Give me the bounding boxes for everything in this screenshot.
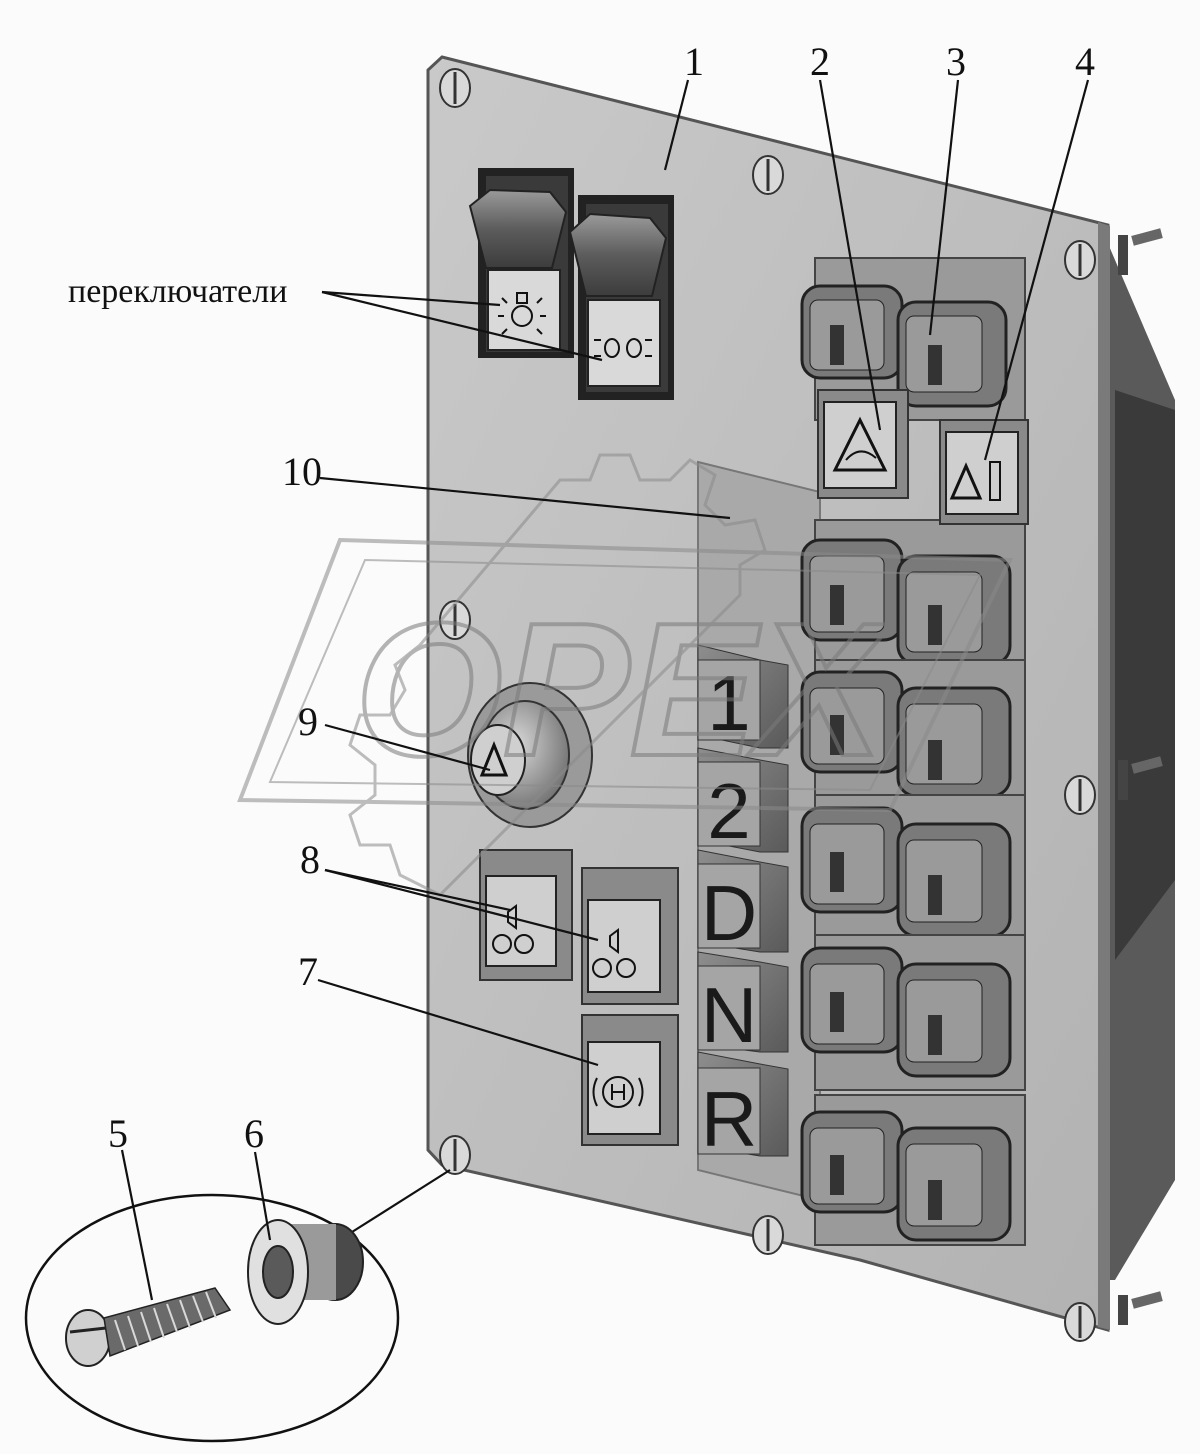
gear-key-r[interactable]: R <box>697 1051 789 1163</box>
push-button[interactable] <box>800 806 904 914</box>
push-button[interactable] <box>800 946 904 1054</box>
callout-3: 3 <box>946 39 966 84</box>
panel-screws <box>439 68 1096 1342</box>
hazard-triangle-icon <box>479 740 509 777</box>
hazard-button[interactable] <box>939 419 1029 525</box>
module-row-4 <box>800 794 1026 951</box>
gear-label-r: R <box>701 1075 757 1163</box>
callout-2: 2 <box>810 39 830 84</box>
rocker-switch-headlight[interactable] <box>568 195 674 400</box>
callout-10: 10 <box>282 449 322 494</box>
gear-key-1[interactable]: 1 <box>697 644 789 749</box>
watermark-text: OPEX <box>355 584 893 796</box>
screw-icon <box>752 155 784 195</box>
push-button[interactable] <box>896 822 1012 938</box>
screw-part <box>65 1287 232 1367</box>
callout-7: 7 <box>298 949 318 994</box>
module-row-5 <box>800 934 1026 1091</box>
wiper-warning-button[interactable] <box>817 389 909 499</box>
module-row-6 <box>800 1094 1026 1246</box>
leader-lines <box>120 79 1090 1301</box>
rocker-switches <box>468 168 674 400</box>
screw-icon <box>1064 240 1096 280</box>
screw-icon <box>439 1135 471 1175</box>
gear-key-d[interactable]: D <box>697 849 789 957</box>
push-button[interactable] <box>896 686 1012 798</box>
connector-block <box>1100 225 1175 1325</box>
switches-label: переключатели <box>68 273 287 310</box>
push-button[interactable] <box>800 670 904 774</box>
headlight-icon <box>594 338 652 358</box>
push-button[interactable] <box>896 962 1012 1078</box>
callout-4: 4 <box>1075 39 1095 84</box>
module-row-2 <box>800 519 1026 681</box>
parking-brake-button[interactable] <box>581 1014 679 1146</box>
horn-button[interactable] <box>581 867 679 1005</box>
screw-icon <box>752 1215 784 1255</box>
screw-icon <box>1064 775 1096 815</box>
push-button[interactable] <box>800 284 904 380</box>
push-button[interactable] <box>800 1110 904 1214</box>
gear-label-n: N <box>701 971 757 1059</box>
screw-icon <box>1064 1302 1096 1342</box>
parking-brake-icon <box>592 1076 644 1108</box>
horn-icon <box>492 904 534 954</box>
gear-label-2: 2 <box>707 767 750 855</box>
gear-label-d: D <box>701 869 757 957</box>
wiper-warning-icon <box>832 416 888 472</box>
gear-selector: 1 2 D N R <box>697 460 821 1202</box>
rocker-switch-lamp[interactable] <box>468 168 574 358</box>
gear-label-1: 1 <box>707 659 750 747</box>
gear-key-2[interactable]: 2 <box>697 747 789 855</box>
gear-key-n[interactable]: N <box>697 951 789 1059</box>
lamp-icon <box>498 292 546 335</box>
callout-6: 6 <box>244 1111 264 1156</box>
push-button[interactable] <box>896 554 1012 666</box>
detail-inset <box>24 1169 451 1443</box>
push-button[interactable] <box>800 538 904 642</box>
callout-8: 8 <box>300 837 320 882</box>
callouts: 1 2 3 4 5 6 7 8 9 10 переключатели <box>68 39 1095 1156</box>
horn-icon <box>592 928 636 978</box>
callout-9: 9 <box>298 699 318 744</box>
hazard-triangle-icon <box>949 461 1001 501</box>
screw-icon <box>439 68 471 108</box>
horn-button[interactable] <box>479 849 573 981</box>
callout-5: 5 <box>108 1111 128 1156</box>
push-button[interactable] <box>896 1126 1012 1242</box>
watermark: OPEX <box>237 453 1014 897</box>
callout-1: 1 <box>684 39 704 84</box>
button-modules <box>800 257 1026 1246</box>
push-button[interactable] <box>896 300 1008 408</box>
module-row-3 <box>800 659 1026 811</box>
bushing-part <box>247 1219 364 1325</box>
